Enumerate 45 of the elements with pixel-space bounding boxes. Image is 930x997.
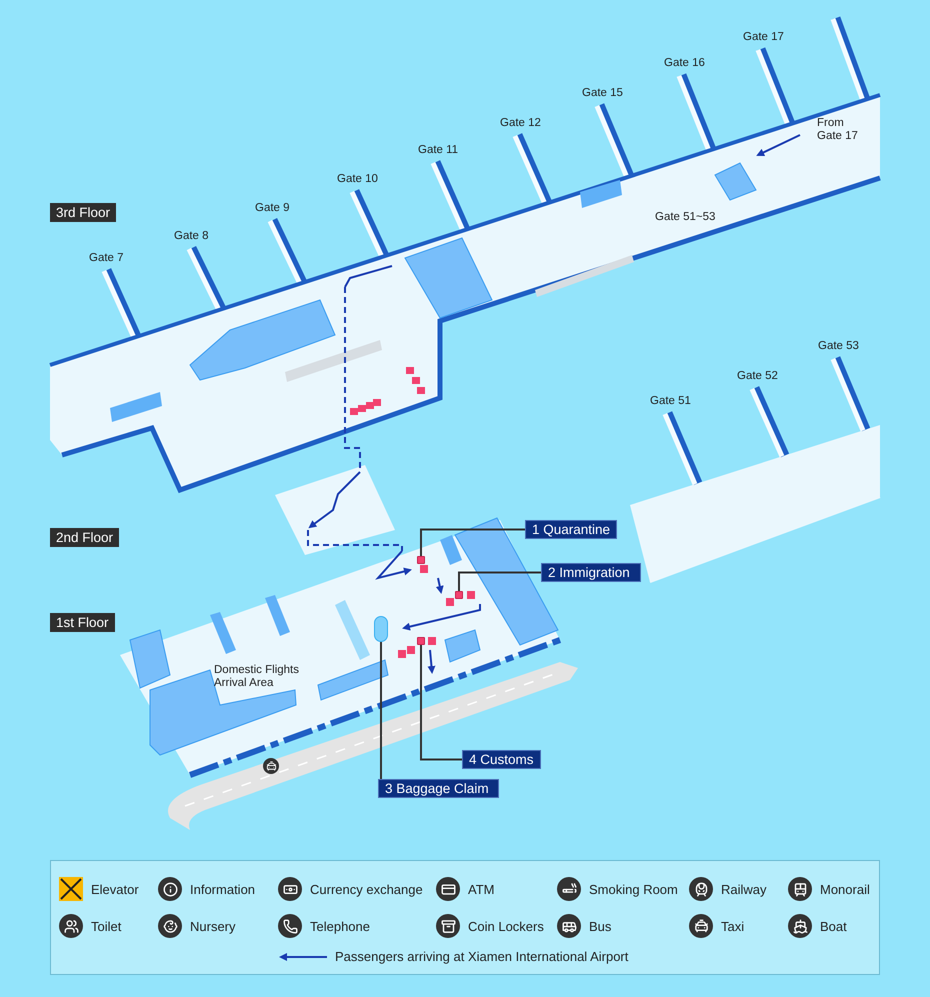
callout-label: 4 Customs [462,750,541,769]
legend-label: Elevator [91,882,139,896]
gate-label: Gate 12 [500,117,541,130]
floor-label: 1st Floor [50,613,115,632]
leader-line [380,642,382,779]
area-label: From Gate 17 [817,117,859,143]
legend-label: Toilet [91,918,122,934]
legend-label: Information [190,882,256,896]
legend-label: Currency exchange [310,882,423,896]
gate-label: Gate 8 [174,230,209,243]
legend-label: Coin Lockers [468,918,544,934]
callout-label: 3 Baggage Claim [378,779,499,798]
checkpoint-desk [417,556,425,564]
floor-label: 2nd Floor [50,528,120,547]
legend-label: Boat [820,918,847,934]
leader-line [458,572,541,591]
baggage-carousel [374,616,388,642]
gate-label: Gate 53 [818,340,859,353]
gate-label: Gate 16 [664,57,705,70]
gate-label: Gate 51~53 [655,211,716,224]
callout-label: 1 Quarantine [525,520,618,539]
gate-label: Gate 51 [650,395,691,408]
gate-label: Gate 9 [255,202,290,215]
legend-label: Smoking Room [589,882,678,896]
checkpoint-desk [455,591,463,599]
legend-label: Railway [721,882,767,896]
legend-label: Bus [589,918,612,934]
area-label: Domestic Flights Arrival Area [214,664,300,690]
floor-label: 3rd Floor [50,203,116,222]
legend-label: Telephone [310,918,370,934]
legend-label: Monorail [820,882,870,896]
legend-label: ATM [468,882,494,896]
callout-label: 2 Immigration [541,563,641,582]
leader-line [420,528,525,556]
legend-label: Taxi [721,918,744,934]
leader-line [420,645,462,760]
gate-label: Gate 10 [337,173,378,186]
gate-label: Gate 7 [89,252,124,265]
legend-label: Passengers arriving at Xiamen International Airport [335,949,628,964]
gate-label: Gate 52 [737,370,778,383]
gate-label: Gate 15 [582,87,623,100]
gate-label: Gate 11 [418,144,458,157]
legend-label: Nursery [190,918,236,934]
gate-label: Gate 17 [743,31,784,44]
checkpoint-desk [417,637,425,645]
